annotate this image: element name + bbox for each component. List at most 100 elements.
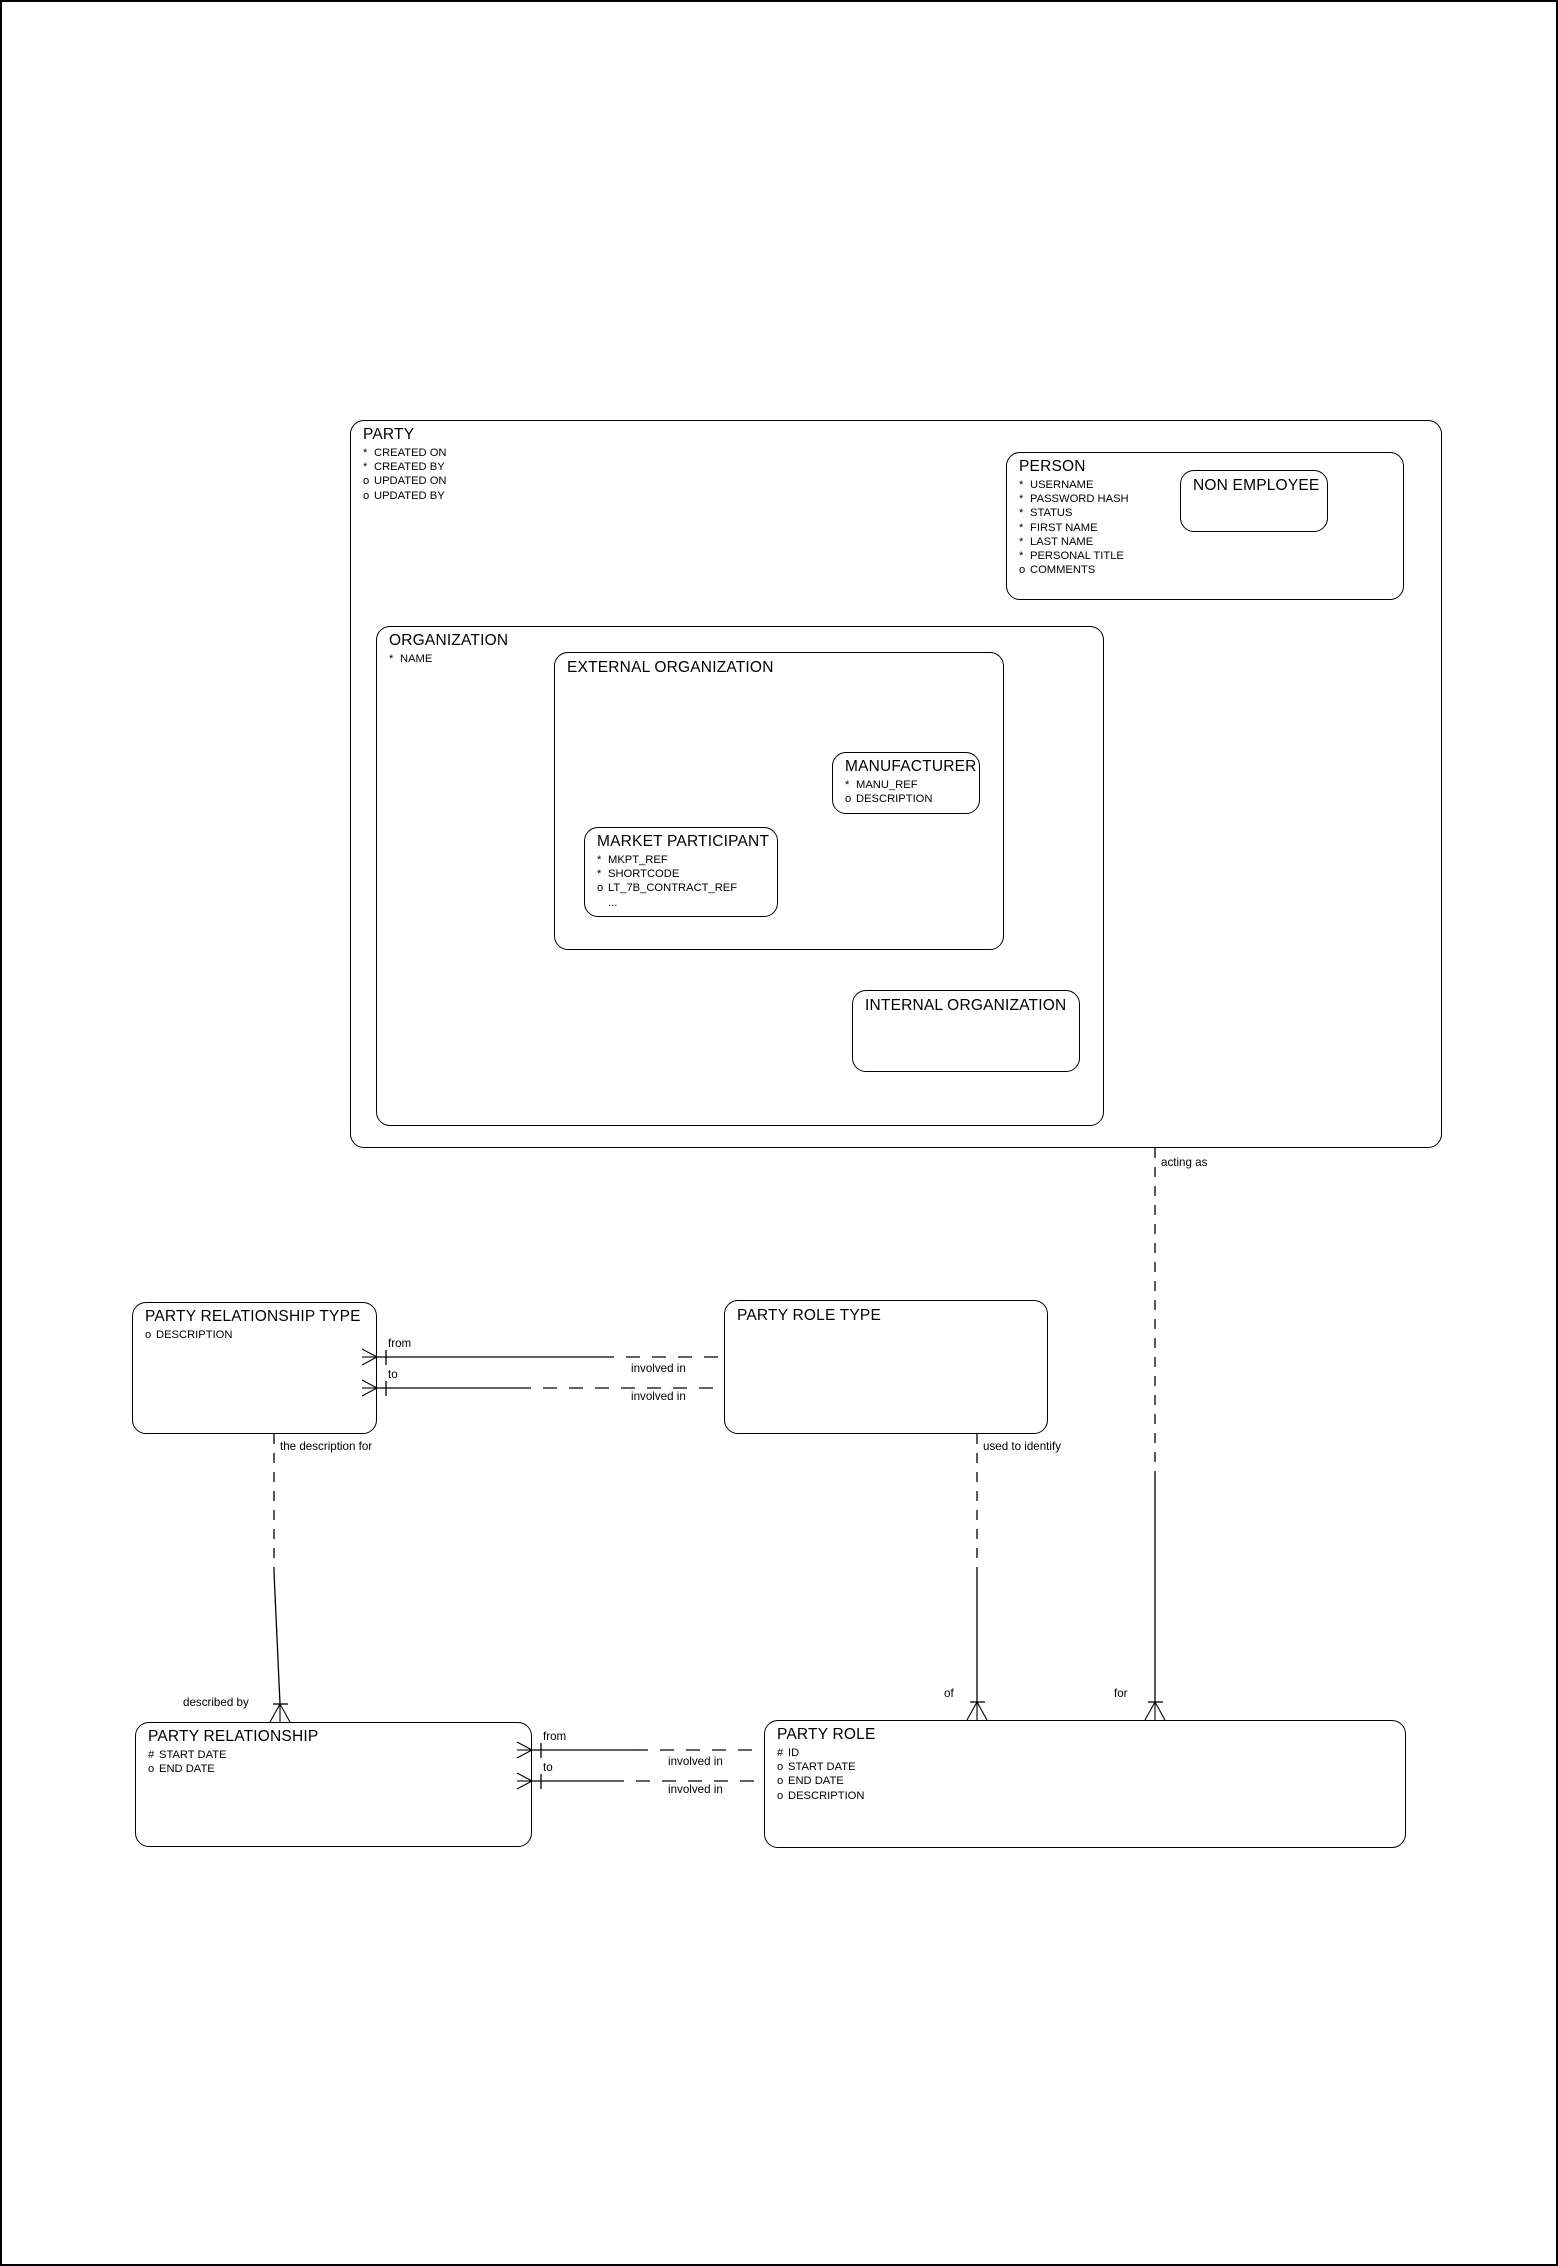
- entity-party-role-type[interactable]: PARTY ROLE TYPE: [724, 1300, 1048, 1434]
- entity-person[interactable]: PERSON *USERNAME *PASSWORD HASH *STATUS …: [1006, 452, 1404, 600]
- entity-external-organization[interactable]: EXTERNAL ORGANIZATION: [554, 652, 1004, 950]
- relationship-label-prt-from: from: [388, 1337, 412, 1350]
- attribute-label: START DATE: [788, 1761, 856, 1774]
- entity-non-employee[interactable]: NON EMPLOYEE: [1180, 470, 1328, 532]
- attribute-mark: #: [777, 1747, 784, 1759]
- attribute-label: ...: [608, 896, 618, 909]
- attribute-row: # ID: [777, 1746, 864, 1760]
- attribute-row: * LAST NAME: [1019, 535, 1129, 549]
- relationship-label-for: for: [1114, 1687, 1128, 1700]
- attribute-mark: *: [1019, 521, 1024, 534]
- attribute-mark: #: [148, 1749, 155, 1761]
- attribute-row: * STATUS: [1019, 506, 1129, 520]
- attribute-mark: o: [363, 475, 370, 488]
- attribute-mark: *: [1019, 507, 1024, 520]
- attribute-label: FIRST NAME: [1030, 521, 1098, 534]
- attribute-mark: o: [148, 1763, 155, 1776]
- attribute-mark: *: [363, 461, 368, 474]
- relationship-used-to-identify-of: [966, 1434, 988, 1721]
- entity-organization-attributes: *NAME: [389, 652, 432, 666]
- attribute-row: * USERNAME: [1019, 478, 1129, 492]
- attribute-mark: *: [1019, 550, 1024, 563]
- attribute-label: ID: [788, 1747, 800, 1759]
- attribute-mark: o: [363, 489, 370, 502]
- entity-party-relationship-type-name: PARTY RELATIONSHIP TYPE: [145, 1308, 361, 1325]
- attribute-label: UPDATED ON: [374, 475, 447, 488]
- attribute-mark: o: [777, 1789, 784, 1802]
- attribute-label: DESCRIPTION: [788, 1789, 865, 1802]
- attribute-mark: o: [777, 1761, 784, 1774]
- entity-internal-organization[interactable]: INTERNAL ORGANIZATION: [852, 990, 1080, 1072]
- attribute-label: DESCRIPTION: [156, 1329, 233, 1341]
- attribute-row: # START DATE: [148, 1748, 227, 1762]
- attribute-row: * MANU_REF: [845, 778, 932, 792]
- attribute-label: MANU_REF: [856, 779, 918, 791]
- attribute-row: o DESCRIPTION: [845, 792, 932, 806]
- attribute-row: * CREATED ON: [363, 446, 447, 460]
- entity-party-role-type-name: PARTY ROLE TYPE: [737, 1307, 881, 1324]
- attribute-row: *MKPT_REF: [597, 853, 737, 867]
- attribute-mark: *: [1019, 479, 1024, 491]
- attribute-row: o DESCRIPTION: [777, 1789, 864, 1803]
- attribute-mark: o: [777, 1775, 784, 1788]
- entity-party-role-name: PARTY ROLE: [777, 1726, 876, 1743]
- attribute-label: PERSONAL TITLE: [1030, 550, 1124, 563]
- attribute-label: STATUS: [1030, 507, 1073, 520]
- attribute-label: CREATED ON: [374, 447, 447, 459]
- attribute-mark: *: [363, 447, 368, 459]
- attribute-label: NAME: [400, 653, 433, 665]
- attribute-label: DESCRIPTION: [856, 793, 933, 806]
- relationship-label-pr-involved-in-1: involved in: [668, 1755, 723, 1768]
- relationship-pr-to: [516, 1772, 764, 1790]
- entity-manufacturer-attributes: * MANU_REF o DESCRIPTION: [845, 778, 932, 806]
- entity-market-participant[interactable]: MARKET PARTICIPANT *MKPT_REF *SHORTCODE …: [584, 827, 778, 917]
- relationship-label-pr-from: from: [543, 1730, 567, 1743]
- attribute-row: o UPDATED ON: [363, 474, 447, 488]
- entity-manufacturer[interactable]: MANUFACTURER * MANU_REF o DESCRIPTION: [832, 752, 980, 814]
- entity-organization[interactable]: ORGANIZATION *NAME: [376, 626, 1104, 1126]
- attribute-row: * CREATED BY: [363, 460, 447, 474]
- entity-manufacturer-name: MANUFACTURER: [845, 758, 977, 775]
- attribute-mark: o: [845, 793, 852, 806]
- entity-party-relationship-name: PARTY RELATIONSHIP: [148, 1728, 319, 1745]
- relationship-label-prt-involved-in-2: involved in: [631, 1390, 686, 1403]
- relationship-label-acting-as: acting as: [1161, 1156, 1208, 1169]
- relationship-label-pr-involved-in-2: involved in: [668, 1783, 723, 1796]
- entity-person-name: PERSON: [1019, 458, 1086, 475]
- attribute-label: LT_7B_CONTRACT_REF: [608, 882, 738, 895]
- attribute-row: *SHORTCODE: [597, 867, 737, 881]
- entity-market-participant-name: MARKET PARTICIPANT: [597, 833, 770, 850]
- entity-non-employee-name: NON EMPLOYEE: [1193, 477, 1320, 494]
- relationship-acting-as-for: [1144, 1148, 1166, 1721]
- attribute-mark: *: [1019, 535, 1024, 548]
- relationship-label-described-by: described by: [183, 1696, 249, 1709]
- entity-organization-name: ORGANIZATION: [389, 632, 509, 649]
- attribute-label: END DATE: [788, 1775, 844, 1788]
- relationship-label-the-description-for: the description for: [280, 1440, 373, 1453]
- attribute-mark: *: [597, 854, 602, 866]
- attribute-label: USERNAME: [1030, 479, 1094, 491]
- attribute-row: o START DATE: [777, 1760, 864, 1774]
- attribute-label: LAST NAME: [1030, 535, 1094, 548]
- attribute-row: * FIRST NAME: [1019, 521, 1129, 535]
- relationship-description-for-described-by: [269, 1434, 291, 1723]
- attribute-label: CREATED BY: [374, 461, 445, 474]
- relationship-label-prt-involved-in-1: involved in: [631, 1362, 686, 1375]
- attribute-mark: *: [845, 779, 850, 791]
- entity-person-attributes: *USERNAME *PASSWORD HASH *STATUS *FIRST …: [1019, 478, 1129, 577]
- attribute-label: START DATE: [159, 1749, 227, 1761]
- attribute-row: * PERSONAL TITLE: [1019, 549, 1129, 563]
